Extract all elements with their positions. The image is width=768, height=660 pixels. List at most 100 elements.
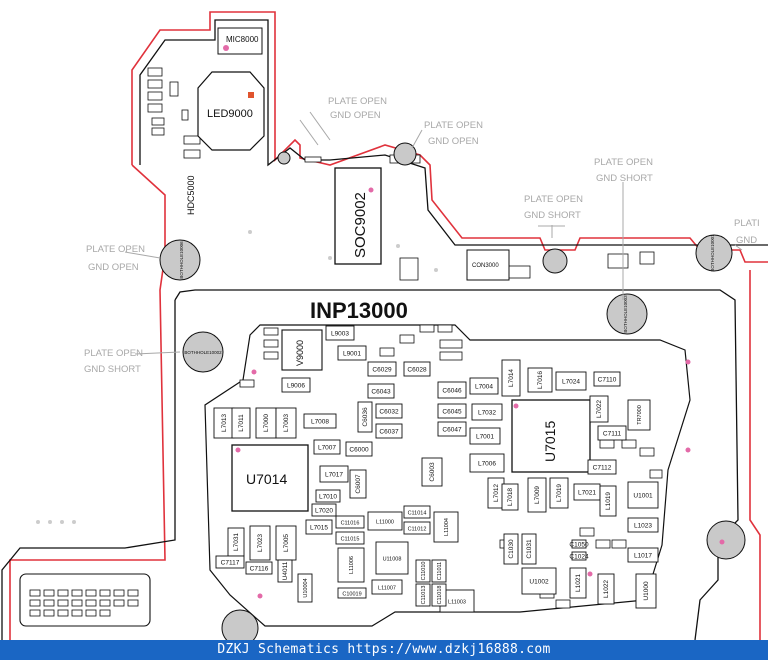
component-box [335, 531, 365, 545]
inner-frame [204, 324, 691, 627]
component-label: C7117 [221, 560, 240, 567]
component-label: L1021 [575, 574, 582, 592]
component-box [313, 439, 341, 455]
component-box [589, 395, 609, 423]
component-box [281, 377, 311, 393]
component-label: C6007 [355, 474, 362, 494]
component-label: C6036 [362, 407, 369, 427]
annotation-7-line2: GND [736, 235, 757, 246]
component-label: L7001 [476, 434, 494, 441]
v9000-part [281, 329, 323, 371]
soc9002-label: SOC9002 [352, 192, 369, 258]
component-box [337, 587, 367, 599]
component-label: L1019 [605, 492, 612, 510]
v9000-label: V9000 [295, 340, 305, 366]
component-box [433, 511, 459, 543]
component-box [431, 583, 447, 607]
component-label: L9006 [287, 383, 305, 390]
component-label: C11010 [421, 562, 427, 581]
annotation-3-line1: PLATE OPEN [424, 120, 483, 131]
component-box [635, 573, 657, 609]
component-label: L7010 [319, 494, 337, 501]
component-box [521, 533, 537, 565]
component-label: L1017 [634, 553, 652, 560]
component-box [367, 361, 397, 377]
component-box [471, 403, 503, 421]
annotation-5-line1: PLATE OPEN [524, 194, 583, 205]
component-box [431, 559, 447, 583]
component-box [319, 465, 349, 483]
component-label: C6003 [429, 462, 436, 482]
component-label: C11013 [421, 586, 427, 605]
component-label: L1023 [634, 523, 652, 530]
component-label: L11000 [376, 520, 394, 526]
component-label: C6028 [407, 367, 427, 374]
component-box [303, 413, 337, 429]
main-board-label: INP13000 [310, 298, 408, 323]
component-label: U1000 [643, 581, 650, 601]
component-box [421, 457, 443, 487]
component-label: L7020 [315, 508, 333, 515]
component-box [371, 579, 403, 595]
component-label: L7000 [263, 414, 270, 432]
component-label: L11004 [444, 518, 450, 536]
component-label: L7023 [257, 534, 264, 552]
component-label: C11012 [408, 527, 427, 533]
via-label: BOTHHOLE10001 [710, 234, 715, 272]
component-label: U1001 [633, 493, 653, 500]
bothhole-edge [706, 520, 746, 560]
component-box [325, 325, 355, 341]
component-label: L7004 [475, 384, 493, 391]
via-label: BOTHHOLE10002 [184, 350, 222, 355]
component-box [627, 517, 659, 533]
component-label: C7110 [598, 377, 617, 384]
component-box [275, 407, 297, 439]
annotation-4-line1: PLATE OPEN [84, 348, 143, 359]
led9000-label: LED9000 [207, 108, 253, 120]
component-label: L7011 [238, 414, 245, 432]
component-label: L7006 [478, 461, 496, 468]
u7014-label: U7014 [246, 471, 287, 487]
component-label: L7024 [562, 379, 580, 386]
component-box [437, 381, 467, 399]
component-label: L7003 [283, 414, 290, 432]
component-box [337, 345, 367, 361]
mic8000-label: MIC8000 [226, 35, 259, 44]
pad-small-3 [277, 151, 291, 165]
component-label: U4011 [282, 561, 289, 580]
component-box [403, 505, 431, 519]
component-box [469, 377, 499, 395]
component-box [305, 519, 333, 535]
component-label: U1002 [529, 579, 549, 586]
footer-watermark-bar: DZKJ Schematics https://www.dzkj16888.co… [0, 640, 768, 660]
annotation-6-line1: PLATE OPEN [594, 157, 653, 168]
annotation-7-line1: PLATI [734, 218, 760, 229]
board-outline-right [749, 270, 761, 640]
component-label: L7012 [493, 484, 500, 502]
component-box [349, 469, 367, 499]
component-label: L7009 [534, 486, 541, 504]
component-label: L11006 [349, 556, 355, 574]
component-label: L7005 [283, 534, 290, 552]
component-box [277, 559, 293, 583]
annotation-2-line1: PLATE OPEN [86, 244, 145, 255]
component-box [297, 573, 313, 603]
component-label: C1031 [526, 539, 533, 559]
led9000-marker [248, 92, 254, 98]
pcb-schematic: INP13000 MIC8000 LED9000 SOC9002 U7015 U… [1, 11, 768, 640]
component-label: C11015 [341, 537, 360, 543]
component-box [403, 361, 431, 377]
u7015-label: U7015 [542, 421, 558, 462]
component-box [375, 403, 403, 419]
component-label: L11007 [378, 586, 396, 592]
annotation-6-line2: GND SHORT [596, 173, 653, 184]
component-box [627, 399, 651, 431]
component-box [521, 567, 557, 595]
component-box [549, 477, 569, 509]
component-box [315, 489, 341, 503]
u7014-part [231, 444, 309, 512]
pad-small-2 [542, 248, 568, 274]
component-box [231, 407, 251, 439]
component-box [501, 359, 521, 397]
component-label: L7021 [578, 490, 596, 497]
